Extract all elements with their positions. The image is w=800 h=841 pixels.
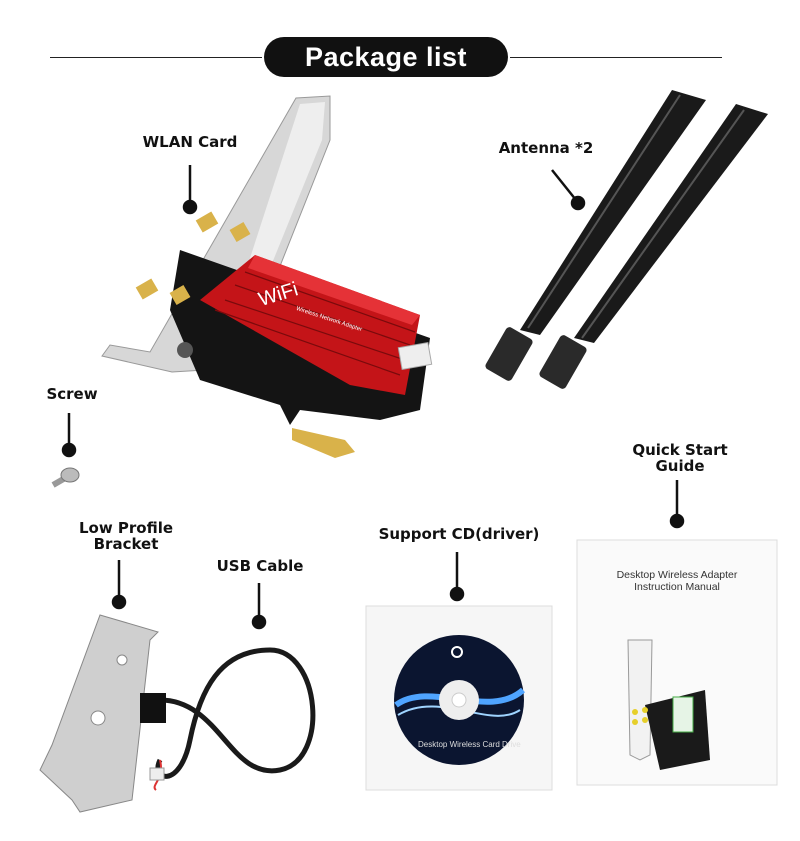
low-profile-bracket-image xyxy=(39,614,159,813)
label-screw: Screw xyxy=(46,385,98,403)
manual-title: Desktop Wireless Adapter Instruction Man… xyxy=(587,569,767,593)
label-support-cd: Support CD(driver) xyxy=(378,525,540,543)
screw-image xyxy=(51,467,80,488)
title-rule-right xyxy=(510,57,722,58)
cd-label-text: Desktop Wireless Card Drive xyxy=(418,740,521,749)
label-quick-start-guide: Quick Start Guide xyxy=(632,442,727,474)
leader-lines xyxy=(61,165,685,630)
page-title: Package list xyxy=(264,37,508,77)
quick-start-guide-image xyxy=(576,539,778,786)
label-low-profile-bracket: Low Profile Bracket xyxy=(79,520,173,552)
label-usb-cable: USB Cable xyxy=(216,557,304,575)
title-rule-left xyxy=(50,57,262,58)
label-line: Low Profile xyxy=(78,519,174,537)
label-line: Guide xyxy=(655,457,705,475)
label-antenna: Antenna *2 xyxy=(498,139,594,157)
manual-title-line: Desktop Wireless Adapter xyxy=(616,569,738,581)
label-wlan-card: WLAN Card xyxy=(142,133,238,151)
support-cd-image xyxy=(365,605,553,791)
wlan-card-image xyxy=(101,95,433,458)
label-line: Quick Start xyxy=(632,441,728,459)
usb-cable-image xyxy=(140,647,316,791)
antenna-image xyxy=(485,90,768,389)
manual-title-line: Instruction Manual xyxy=(634,581,720,593)
label-line: Bracket xyxy=(93,535,159,553)
